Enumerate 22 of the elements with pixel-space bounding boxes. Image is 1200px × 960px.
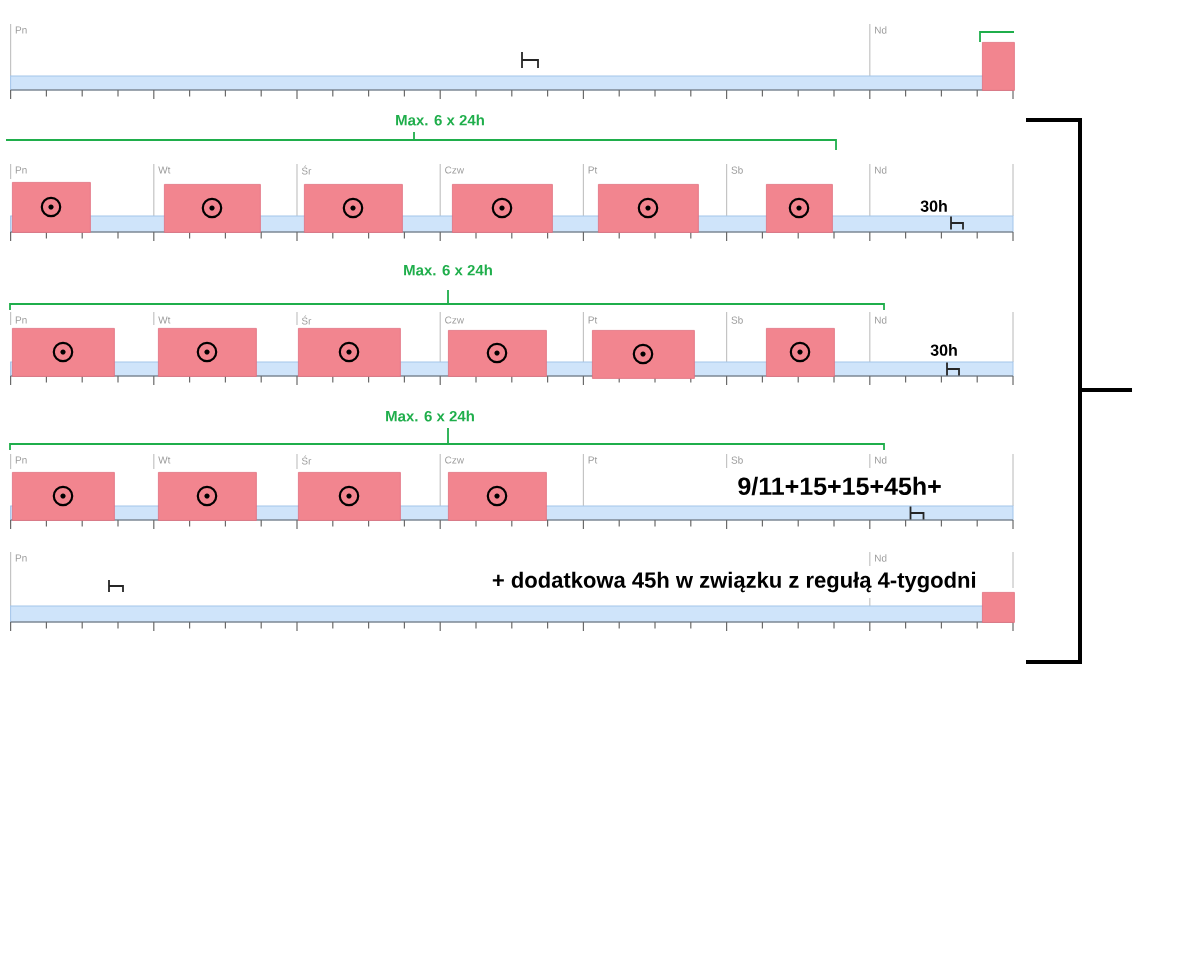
activity-block <box>12 182 91 233</box>
activity-block <box>766 328 835 377</box>
activity-block <box>982 42 1015 91</box>
activity-block <box>158 328 257 377</box>
activity-block <box>452 184 553 233</box>
activity-block <box>12 472 115 521</box>
activity-block <box>598 184 699 233</box>
activity-block <box>766 184 833 233</box>
activity-block <box>592 330 695 379</box>
duration-label: 30h <box>930 344 957 356</box>
activity-block <box>304 184 403 233</box>
note-text: + dodatkowa 45h w związku z regułą 4-tygodni <box>492 571 976 593</box>
formula-text: 9/11+15+15+45h+ <box>738 476 941 496</box>
activity-block <box>982 592 1015 623</box>
duration-label: 30h <box>920 200 947 212</box>
activity-block <box>12 328 115 377</box>
activity-block <box>298 328 401 377</box>
activity-block <box>164 184 261 233</box>
activity-block <box>448 472 547 521</box>
activity-block <box>158 472 257 521</box>
activity-block <box>298 472 401 521</box>
activity-block <box>448 330 547 377</box>
